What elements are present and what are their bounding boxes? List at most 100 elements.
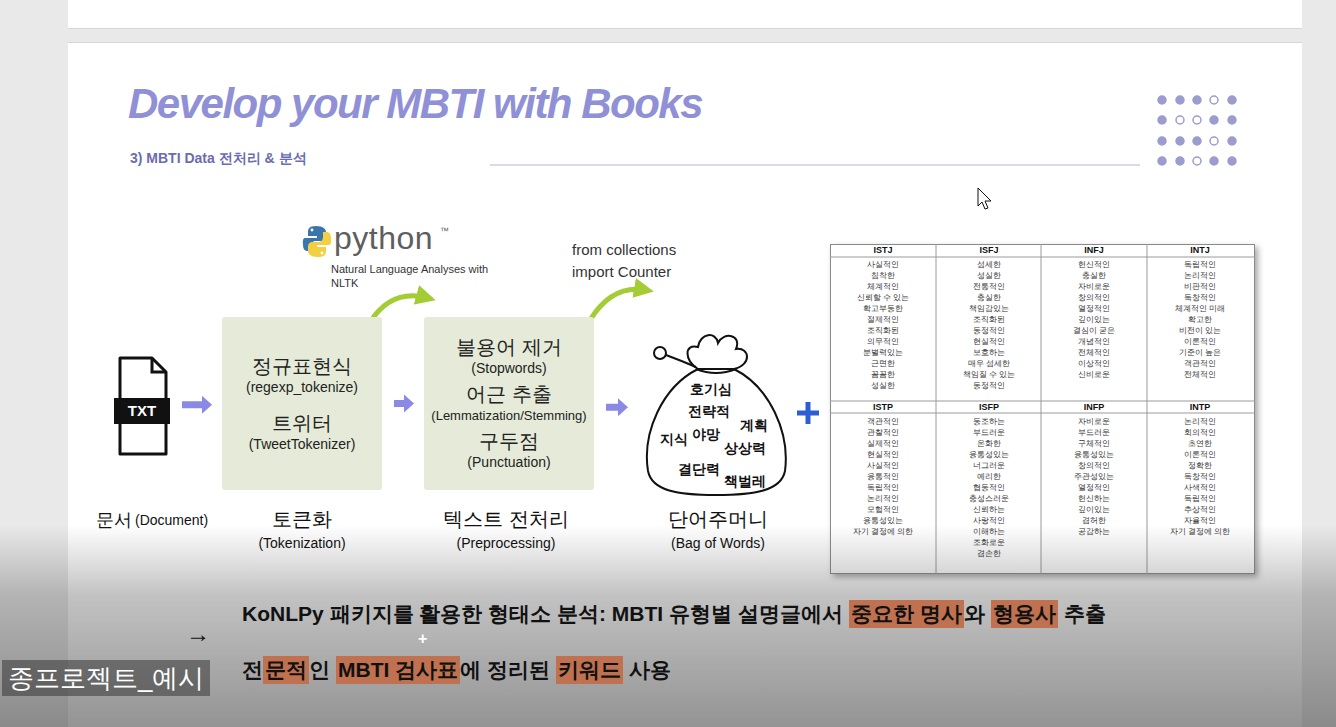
table-cell-holder: 융통적인 xyxy=(830,471,936,482)
table-cell-holder: 분별력있는 xyxy=(830,347,936,358)
table-cell: 확고부동한 xyxy=(830,303,936,314)
table-header-holder: ISFJ xyxy=(936,245,1042,256)
table-cell: 헌신하는 xyxy=(1041,493,1147,504)
table-header: INTP xyxy=(1147,402,1253,413)
table-cell-holder: 열정적인 xyxy=(1041,303,1147,314)
dot-pattern-part xyxy=(1228,116,1236,124)
table-cell: 자기 결정에 의한 xyxy=(1147,526,1253,537)
table-cell-holder: 이상적인 xyxy=(1041,358,1147,369)
highlighted-text: MBTI 검사표 xyxy=(336,656,460,684)
table-cell: 개념적인 xyxy=(1041,336,1147,347)
table-cell: 헌신적인 xyxy=(1041,259,1147,270)
table-cell-holder: 주관성있는 xyxy=(1041,471,1147,482)
table-cell: 동조하는 xyxy=(936,416,1042,427)
table-header-holder: ISTP xyxy=(830,402,936,413)
dot-pattern-part xyxy=(1176,96,1184,104)
dot-pattern-part xyxy=(1158,96,1166,104)
table-cell-holder: 신뢰하는 xyxy=(936,504,1042,515)
table-cell: 독창적인 xyxy=(1147,292,1253,303)
table-cell-holder: 논리적인 xyxy=(830,493,936,504)
table-cell-holder: 융통성있는 xyxy=(936,449,1042,460)
table-cell-holder: 깊이있는 xyxy=(1041,314,1147,325)
table-cell: 깊이있는 xyxy=(1041,314,1147,325)
table-cell-holder: 정확한 xyxy=(1147,460,1253,471)
table-cell: 협동적인 xyxy=(936,482,1042,493)
table-grid-part xyxy=(830,401,1255,402)
table-cell-holder: 자기 결정에 의한 xyxy=(830,526,936,537)
table-cell: 충성스러운 xyxy=(936,493,1042,504)
table-grid-part xyxy=(830,257,1255,258)
bag-body xyxy=(647,369,786,495)
flow-arrow-head xyxy=(618,398,628,416)
table-cell-holder: 구체적인 xyxy=(1041,438,1147,449)
bag-word: 호기심 xyxy=(690,381,732,397)
box-heading: 트위터 xyxy=(272,411,332,435)
bag-word-holder: 야망 xyxy=(692,426,720,442)
mouse-cursor xyxy=(978,188,991,209)
table-header-holder: INFP xyxy=(1041,402,1147,413)
stage-name-en: (Preprocessing) xyxy=(406,535,606,551)
dot-pattern-part xyxy=(1176,157,1184,165)
table-cell: 융통성있는 xyxy=(830,515,936,526)
bullet-arrow-holder: → xyxy=(186,620,210,648)
python-logo-part xyxy=(308,232,331,257)
table-cell: 비판적인 xyxy=(1147,281,1253,292)
stage-name-en-holder: (Preprocessing) xyxy=(406,535,606,551)
table-cell-holder: 성실한 xyxy=(936,270,1042,281)
table-cell-holder: 모험적인 xyxy=(830,504,936,515)
table-cell-holder: 창의적인 xyxy=(1041,460,1147,471)
table-cell-holder: 관찰적인 xyxy=(830,427,936,438)
bag-word: 지식 xyxy=(660,431,688,447)
table-cell: 융통적인 xyxy=(830,471,936,482)
dot-pattern-part xyxy=(1158,157,1166,165)
stage-name-holder: 단어주머니 xyxy=(618,506,818,533)
table-cell: 사랑적인 xyxy=(936,515,1042,526)
bag-word-holder: 책벌레 xyxy=(724,473,766,489)
bag-ruffle xyxy=(688,335,748,369)
word-bag: 호기심전략적계획지식야망상상력결단력책벌레 xyxy=(638,325,793,497)
slide-subtitle-holder: 3) MBTI Data 전처리 & 분석 xyxy=(130,150,307,168)
table-cell: 꼼꼼한 xyxy=(830,369,936,380)
table-cell: 이론적인 xyxy=(1147,449,1253,460)
process-box: 불용어 제거(Stopwords)어근 추출(Lemmatization/Ste… xyxy=(424,317,594,490)
python-logo xyxy=(303,226,331,257)
summary-text: 추출 xyxy=(1064,600,1106,628)
table-cell: 객관적인 xyxy=(1147,358,1253,369)
table-cell: 예리한 xyxy=(936,471,1042,482)
box-heading: 불용어 제거 xyxy=(456,335,562,359)
counter-note: from collections import Counter xyxy=(572,239,714,283)
table-cell: 조화로운 xyxy=(936,537,1042,548)
table-cell-holder: 사색적인 xyxy=(1147,482,1253,493)
counter-note-holder: from collections import Counter xyxy=(572,239,714,283)
summary-text: KoNLPy 패키지를 활용한 형태소 분석: MBTI 유형별 설명글에서 xyxy=(242,600,843,628)
table-cell: 자비로운 xyxy=(1041,281,1147,292)
slide-subtitle: 3) MBTI Data 전처리 & 분석 xyxy=(130,150,307,168)
bag-word: 결단력 xyxy=(678,461,720,477)
table-cell: 실제적인 xyxy=(830,438,936,449)
table-cell: 비전이 있는 xyxy=(1147,325,1253,336)
green-curved-arrow xyxy=(590,289,646,320)
table-cell-holder: 객관적인 xyxy=(1147,358,1253,369)
table-cell-holder: 독창적인 xyxy=(1147,292,1253,303)
table-cell: 책임질 수 있는 xyxy=(936,369,1042,380)
stage-name-en: (Tokenization) xyxy=(202,535,402,551)
bag-word-holder: 결단력 xyxy=(678,461,720,477)
table-cell-holder: 객관적인 xyxy=(830,416,936,427)
bag-word: 책벌레 xyxy=(724,473,766,489)
stage-name: 단어주머니 xyxy=(618,506,818,533)
bag-word: 전략적 xyxy=(688,403,730,419)
table-cell-holder: 동정적인 xyxy=(936,325,1042,336)
table-cell: 의무적인 xyxy=(830,336,936,347)
table-cell-holder: 섬세한 xyxy=(936,259,1042,270)
subtitle-rule xyxy=(490,165,1140,166)
table-cell-holder: 창의적인 xyxy=(1041,292,1147,303)
table-cell-holder: 비판적인 xyxy=(1147,281,1253,292)
table-cell-holder: 너그러운 xyxy=(936,460,1042,471)
table-header: INFJ xyxy=(1041,245,1147,256)
dot-pattern-part xyxy=(1210,137,1218,145)
table-cell-holder: 융통성있는 xyxy=(1041,449,1147,460)
stage-name-en-holder: (Document) xyxy=(135,512,208,528)
table-cell-holder: 독립적인 xyxy=(830,482,936,493)
table-cell: 겸허한 xyxy=(1041,515,1147,526)
